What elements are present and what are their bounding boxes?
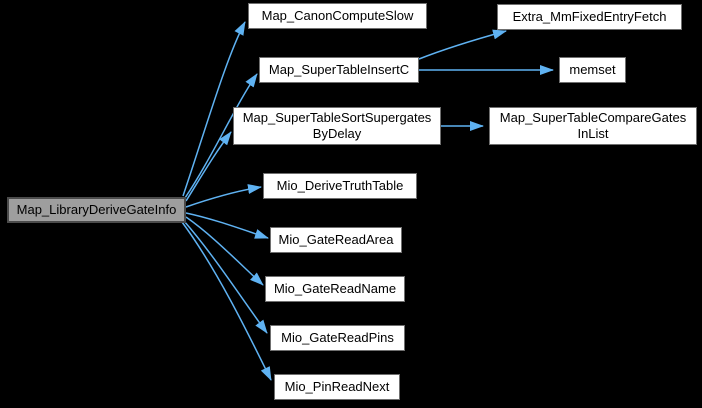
edge-root-to-map-canon-compute-slow <box>182 21 246 197</box>
node-label-line-2: InList <box>577 126 609 141</box>
node-label: Mio_GateReadName <box>273 281 397 296</box>
node-label-line-1: Map_SuperTableSortSupergates <box>242 110 432 125</box>
node-map-library-derive-gate-info: Map_LibraryDeriveGateInfo <box>7 197 186 223</box>
node-label: memset <box>569 62 616 77</box>
node-map-canon-compute-slow[interactable]: Map_CanonComputeSlow <box>248 3 427 29</box>
node-mio-gate-read-pins[interactable]: Mio_GateReadPins <box>270 325 405 351</box>
node-mio-pin-read-next[interactable]: Mio_PinReadNext <box>274 374 400 400</box>
edge-root-to-mio-pin-read-next <box>181 221 272 381</box>
node-memset[interactable]: memset <box>559 57 626 83</box>
node-mio-gate-read-area[interactable]: Mio_GateReadArea <box>270 227 402 253</box>
edge-root-to-map-super-table-sort-supergates-by-delay <box>185 131 232 202</box>
edge-insert-c-to-extra-mm-fixed-entry-fetch <box>418 29 507 60</box>
node-label-line-2: ByDelay <box>312 126 362 141</box>
node-label: Mio_PinReadNext <box>284 379 390 394</box>
node-label: Map_SuperTableInsertC <box>268 62 410 77</box>
edge-root-to-mio-derive-truth-table <box>185 184 262 208</box>
node-map-super-table-sort-supergates-by-delay[interactable]: Map_SuperTableSortSupergates ByDelay <box>233 107 441 145</box>
node-label: Map_LibraryDeriveGateInfo <box>16 202 177 217</box>
edge-root-to-mio-gate-read-name <box>185 216 264 286</box>
node-label: Mio_GateReadArea <box>278 232 394 247</box>
node-map-super-table-compare-gates-in-list[interactable]: Map_SuperTableCompareGates InList <box>489 107 697 145</box>
node-mio-gate-read-name[interactable]: Mio_GateReadName <box>265 276 405 302</box>
node-label: Map_CanonComputeSlow <box>261 8 414 23</box>
edge-root-to-mio-gate-read-pins <box>183 220 268 334</box>
node-map-super-table-insert-c[interactable]: Map_SuperTableInsertC <box>259 57 419 83</box>
node-extra-mm-fixed-entry-fetch[interactable]: Extra_MmFixedEntryFetch <box>497 4 682 30</box>
edge-root-to-mio-gate-read-area <box>185 212 269 239</box>
node-label: Mio_GateReadPins <box>281 330 394 345</box>
node-label: Extra_MmFixedEntryFetch <box>512 9 667 24</box>
node-label: Mio_DeriveTruthTable <box>276 178 404 193</box>
node-mio-derive-truth-table[interactable]: Mio_DeriveTruthTable <box>263 173 417 199</box>
node-label-line-1: Map_SuperTableCompareGates <box>499 110 687 125</box>
